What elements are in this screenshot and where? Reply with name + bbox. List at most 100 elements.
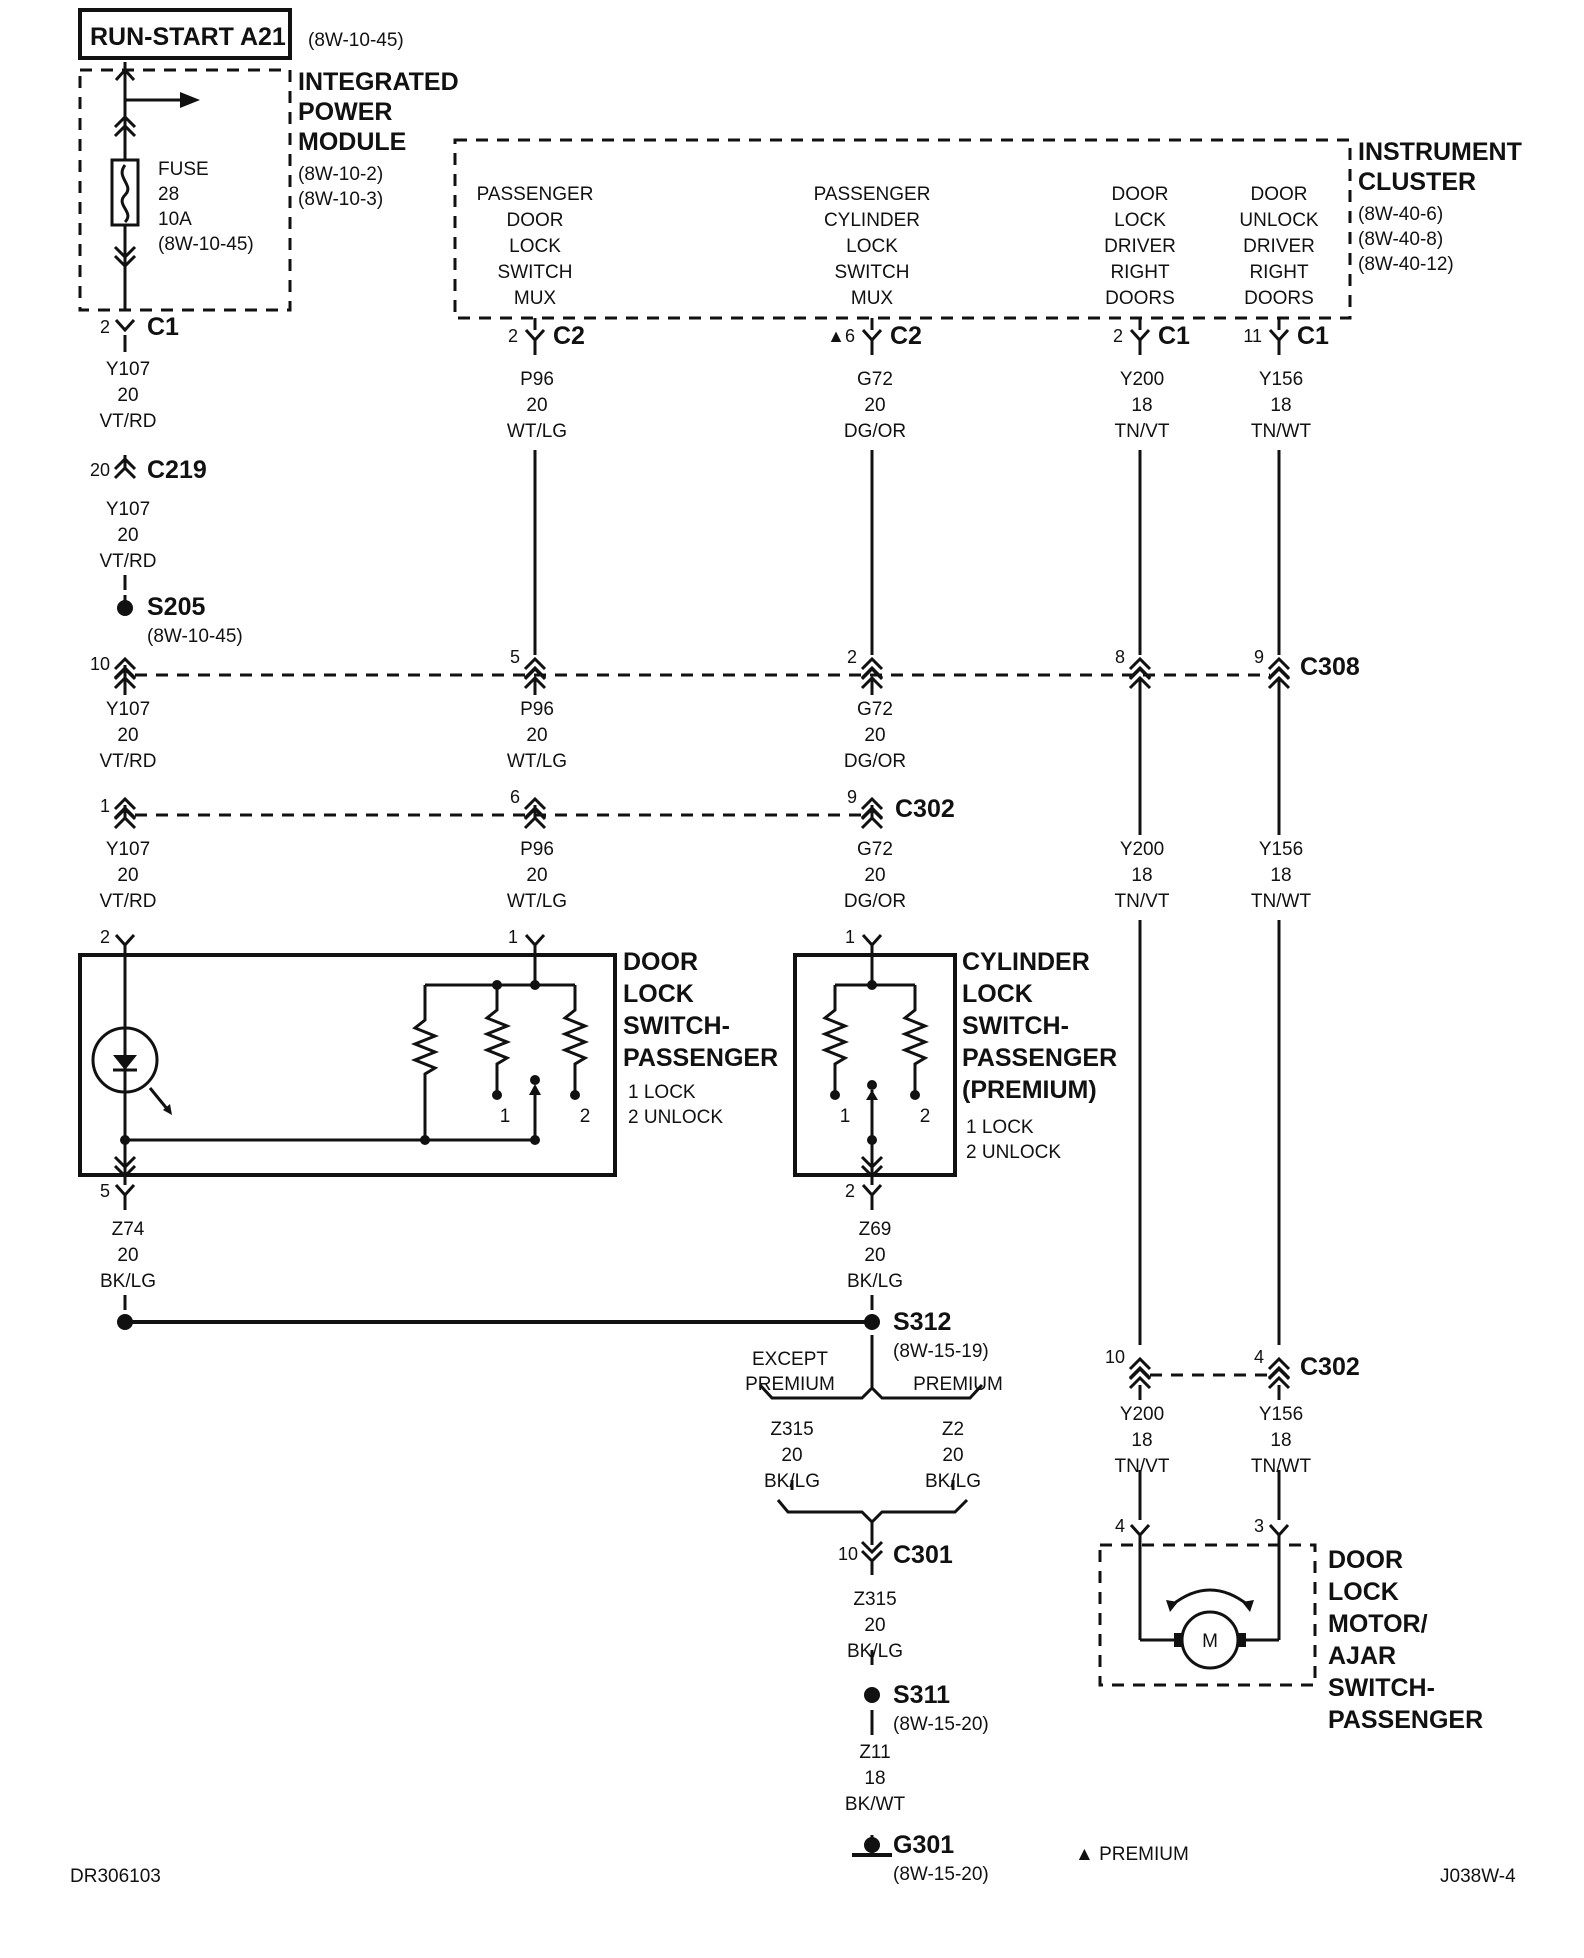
svg-text:VT/RD: VT/RD	[100, 751, 157, 772]
wire-label-z315-b: Z315 20 BK/LG	[847, 1589, 903, 1662]
svg-text:DOORS: DOORS	[1244, 288, 1314, 309]
svg-text:BK/LG: BK/LG	[847, 1641, 903, 1662]
wire-label-z69: Z69 20 BK/LG	[847, 1219, 903, 1292]
svg-text:P96: P96	[520, 369, 554, 390]
door-switch-pin-5: 5	[100, 1181, 110, 1201]
c308-pin-y200: 8	[1115, 647, 1125, 667]
svg-text:CLUSTER: CLUSTER	[1358, 168, 1476, 196]
svg-text:(8W-40-8): (8W-40-8)	[1358, 229, 1443, 250]
svg-text:(PREMIUM): (PREMIUM)	[962, 1076, 1097, 1104]
wire-runs	[123, 335, 1281, 1855]
svg-text:AJAR: AJAR	[1328, 1642, 1396, 1670]
cyl-switch-label: CYLINDER LOCK SWITCH- PASSENGER (PREMIUM…	[962, 948, 1117, 1163]
svg-text:TN/WT: TN/WT	[1251, 1456, 1312, 1477]
cluster-label: INSTRUMENT CLUSTER (8W-40-6) (8W-40-8) (…	[1358, 138, 1522, 275]
svg-text:MUX: MUX	[851, 288, 894, 309]
wire-label-z2: Z2 20 BK/LG	[925, 1419, 981, 1492]
svg-text:TN/VT: TN/VT	[1115, 1456, 1170, 1477]
g301-name: G301	[893, 1831, 954, 1859]
c1-y156-name: C1	[1297, 322, 1329, 350]
svg-text:20: 20	[942, 1445, 963, 1466]
wire-label-p96-c: P96 20 WT/LG	[507, 839, 567, 912]
wire-label-y156-a: Y156 18 TN/WT	[1251, 369, 1312, 442]
svg-text:Y200: Y200	[1120, 839, 1164, 860]
svg-text:PASSENGER: PASSENGER	[962, 1044, 1117, 1072]
svg-text:DOOR: DOOR	[1251, 184, 1308, 205]
branch-label-except-premium: EXCEPT PREMIUM	[745, 1349, 835, 1395]
footer-left: DR306103	[70, 1866, 161, 1887]
svg-text:DOOR: DOOR	[507, 210, 564, 231]
motor-symbol: M	[1202, 1631, 1218, 1652]
s312-name: S312	[893, 1308, 951, 1336]
s311-name: S311	[893, 1681, 950, 1709]
wire-label-y107-b: Y107 20 VT/RD	[100, 499, 157, 572]
svg-text:Y107: Y107	[106, 839, 150, 860]
svg-text:P96: P96	[520, 699, 554, 720]
cyl-switch-contact-2: 2	[920, 1106, 931, 1127]
ipm-box	[78, 68, 292, 312]
svg-text:LOCK: LOCK	[509, 236, 561, 257]
svg-text:MODULE: MODULE	[298, 128, 406, 156]
source-ref: (8W-10-45)	[308, 30, 404, 51]
wire-label-p96-a: P96 20 WT/LG	[507, 369, 567, 442]
s311-ref: (8W-15-20)	[893, 1714, 989, 1735]
wire-label-y200-a: Y200 18 TN/VT	[1115, 369, 1170, 442]
svg-text:P96: P96	[520, 839, 554, 860]
svg-text:Y156: Y156	[1259, 1404, 1303, 1425]
svg-text:18: 18	[1270, 395, 1291, 416]
svg-text:Y107: Y107	[106, 699, 150, 720]
svg-text:MOTOR/: MOTOR/	[1328, 1610, 1428, 1638]
svg-text:Z2: Z2	[942, 1419, 964, 1440]
svg-text:20: 20	[864, 1615, 885, 1636]
c308-pin-p96: 5	[510, 647, 520, 667]
cyl-switch-internal	[820, 955, 930, 1175]
svg-text:TN/VT: TN/VT	[1115, 891, 1170, 912]
svg-text:28: 28	[158, 184, 179, 205]
footer-right: J038W-4	[1440, 1866, 1516, 1887]
footer-premium-note: ▲ PREMIUM	[1075, 1844, 1189, 1865]
motor-icon	[1180, 1610, 1240, 1670]
wire-label-z74: Z74 20 BK/LG	[100, 1219, 156, 1292]
svg-text:(8W-10-45): (8W-10-45)	[158, 234, 254, 255]
svg-text:(8W-10-3): (8W-10-3)	[298, 189, 383, 210]
wire-label-g72-a: G72 20 DG/OR	[844, 369, 906, 442]
svg-text:SWITCH-: SWITCH-	[962, 1012, 1069, 1040]
svg-text:PASSENGER: PASSENGER	[814, 184, 931, 205]
svg-text:G72: G72	[857, 839, 893, 860]
svg-text:20: 20	[117, 525, 138, 546]
svg-text:1 LOCK: 1 LOCK	[628, 1082, 696, 1103]
wire-label-z315-a: Z315 20 BK/LG	[764, 1419, 820, 1492]
svg-text:20: 20	[864, 725, 885, 746]
s312-ref: (8W-15-19)	[893, 1341, 989, 1362]
svg-text:(8W-40-6): (8W-40-6)	[1358, 204, 1443, 225]
svg-text:BK/LG: BK/LG	[764, 1471, 820, 1492]
motor-label: DOOR LOCK MOTOR/ AJAR SWITCH- PASSENGER	[1328, 1546, 1483, 1734]
svg-text:1 LOCK: 1 LOCK	[966, 1117, 1034, 1138]
svg-text:SWITCH-: SWITCH-	[623, 1012, 730, 1040]
svg-text:18: 18	[1131, 865, 1152, 886]
svg-text:DOOR: DOOR	[1112, 184, 1169, 205]
motor-internal	[1138, 1545, 1281, 1647]
cyl-switch-pin-2: 2	[845, 1181, 855, 1201]
c302-top-pin-y107: 1	[100, 796, 110, 816]
cluster-function-p96: PASSENGER DOOR LOCK SWITCH MUX	[477, 184, 594, 309]
motor-pin-4: 4	[1115, 1516, 1125, 1536]
svg-text:18: 18	[1270, 865, 1291, 886]
svg-text:20: 20	[117, 865, 138, 886]
c2-g72-name: C2	[890, 322, 922, 350]
svg-text:DRIVER: DRIVER	[1243, 236, 1315, 257]
wire-label-g72-c: G72 20 DG/OR	[844, 839, 906, 912]
svg-text:RIGHT: RIGHT	[1249, 262, 1309, 283]
c308-pin-y107: 10	[90, 654, 110, 674]
c219-pin: 20	[90, 460, 110, 480]
svg-text:Y156: Y156	[1259, 839, 1303, 860]
svg-text:Y107: Y107	[106, 499, 150, 520]
c1-y200-name: C1	[1158, 322, 1190, 350]
svg-text:INSTRUMENT: INSTRUMENT	[1358, 138, 1522, 166]
svg-text:DOOR: DOOR	[1328, 1546, 1403, 1574]
svg-text:20: 20	[864, 1245, 885, 1266]
svg-text:WT/LG: WT/LG	[507, 421, 567, 442]
svg-text:LOCK: LOCK	[846, 236, 898, 257]
svg-text:10A: 10A	[158, 209, 192, 230]
